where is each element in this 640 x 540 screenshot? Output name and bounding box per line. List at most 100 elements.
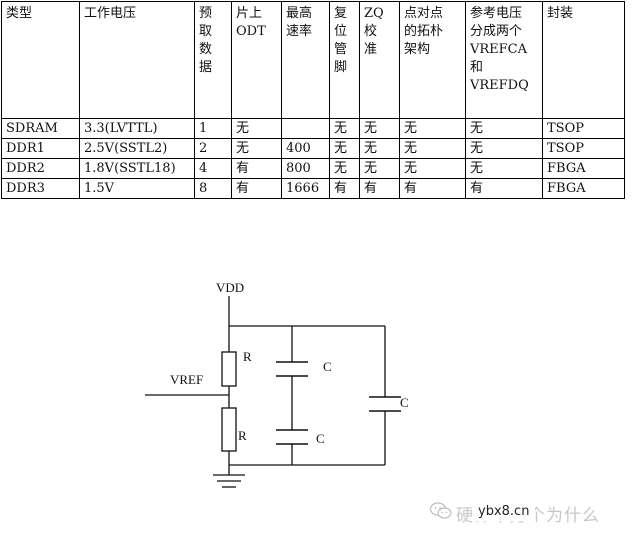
cell-text: 8 — [199, 181, 208, 196]
table-cell: 无 — [329, 118, 360, 139]
header-text: 工作电压 — [84, 6, 137, 21]
table-cell: 1.5V — [79, 178, 195, 199]
header-cell: 最高速率 — [281, 1, 330, 119]
header-text: ZQ — [364, 6, 384, 21]
table-cell: 1 — [194, 118, 232, 139]
table-cell — [281, 118, 330, 139]
watermark-site: ybx8.cn — [472, 503, 536, 521]
header-text: 类型 — [6, 6, 33, 21]
table-cell: 无 — [359, 138, 400, 159]
cell-text: 无 — [334, 161, 348, 176]
header-text: 取 — [199, 24, 213, 39]
header-text: 预 — [199, 6, 213, 21]
cell-text: 无 — [334, 121, 348, 136]
table-cell: 无 — [399, 118, 466, 139]
header-text: 和 — [470, 60, 484, 75]
table-cell: 无 — [399, 158, 466, 179]
header-text: 复 — [334, 6, 348, 21]
cell-text: DDR3 — [6, 181, 45, 196]
cell-text: 无 — [236, 141, 250, 156]
cell-text: 1666 — [286, 181, 320, 196]
table-cell: 2 — [194, 138, 232, 159]
header-cell: 预取数据 — [194, 1, 232, 119]
table-cell: 无 — [329, 158, 360, 179]
cell-text: 有 — [236, 161, 250, 176]
header-text: 片上 — [236, 6, 263, 21]
table-cell: 有 — [231, 178, 282, 199]
capacitor-top — [276, 361, 308, 377]
cell-text: 800 — [286, 161, 311, 176]
table-cell: 有 — [399, 178, 466, 199]
table-cell: 有 — [329, 178, 360, 199]
resistor-bottom — [221, 407, 237, 452]
cell-text: SDRAM — [6, 121, 58, 136]
cell-text: 无 — [470, 121, 484, 136]
header-text: 点对点 — [404, 6, 444, 21]
table-cell: 无 — [231, 138, 282, 159]
header-text: 的拓朴 — [404, 24, 444, 39]
header-cell: 封装 — [542, 1, 625, 119]
cell-text: 1.5V — [84, 181, 115, 196]
resistor-top — [221, 351, 237, 387]
header-text: 管 — [334, 42, 348, 57]
table-cell: 无 — [465, 158, 543, 179]
vref-label: VREF — [170, 372, 203, 387]
vref-divider-circuit: VDD VREF R R C C C — [145, 280, 409, 488]
cell-text: TSOP — [547, 121, 584, 136]
table-cell: 3.3(LVTTL) — [79, 118, 195, 139]
table-row: SDRAM 3.3(LVTTL) 1 无 无 无 无 无 TSOP — [1, 118, 625, 139]
table-cell: DDR2 — [1, 158, 80, 179]
table-cell: 1.8V(SSTL18) — [79, 158, 195, 179]
cell-text: 无 — [404, 141, 418, 156]
table-cell: TSOP — [542, 118, 625, 139]
table-cell: 无 — [359, 118, 400, 139]
cell-text: 3.3(LVTTL) — [84, 121, 158, 136]
header-text: 位 — [334, 24, 348, 39]
header-text: VREFCA — [470, 42, 528, 57]
header-text: 据 — [199, 60, 213, 75]
header-text: 分成两个 — [470, 24, 523, 39]
cell-text: 无 — [364, 121, 378, 136]
table-cell: 无 — [399, 138, 466, 159]
capacitor-bottom — [276, 429, 308, 445]
header-text: 最高 — [286, 6, 313, 21]
cell-text: 无 — [364, 141, 378, 156]
table-cell: 2.5V(SSTL2) — [79, 138, 195, 159]
resistor-top-label: R — [243, 349, 252, 364]
cell-text: 有 — [470, 181, 484, 196]
header-text: 准 — [364, 42, 378, 57]
ground-icon — [213, 474, 245, 488]
vdd-label: VDD — [216, 280, 244, 295]
cell-text: TSOP — [547, 141, 584, 156]
header-cell: 工作电压 — [79, 1, 195, 119]
table-cell: 有 — [465, 178, 543, 199]
header-text: 架构 — [404, 42, 431, 57]
table-cell: 无 — [359, 158, 400, 179]
cell-text: 无 — [470, 161, 484, 176]
table-cell: TSOP — [542, 138, 625, 159]
cell-text: 400 — [286, 141, 311, 156]
header-text: 脚 — [334, 60, 348, 75]
cell-text: FBGA — [547, 181, 586, 196]
table-cell: 无 — [231, 118, 282, 139]
cell-text: 无 — [404, 121, 418, 136]
table-cell: 有 — [231, 158, 282, 179]
cap-right-label: C — [400, 395, 409, 410]
cell-text: 1.8V(SSTL18) — [84, 161, 176, 176]
table-cell: DDR3 — [1, 178, 80, 199]
cell-text: 无 — [236, 121, 250, 136]
cell-text: DDR1 — [6, 141, 45, 156]
header-text: 封装 — [547, 6, 574, 21]
cell-text: 1 — [199, 121, 208, 136]
table-cell: 8 — [194, 178, 232, 199]
cell-text: 2.5V(SSTL2) — [84, 141, 168, 156]
table-cell: 无 — [329, 138, 360, 159]
cell-text: FBGA — [547, 161, 586, 176]
